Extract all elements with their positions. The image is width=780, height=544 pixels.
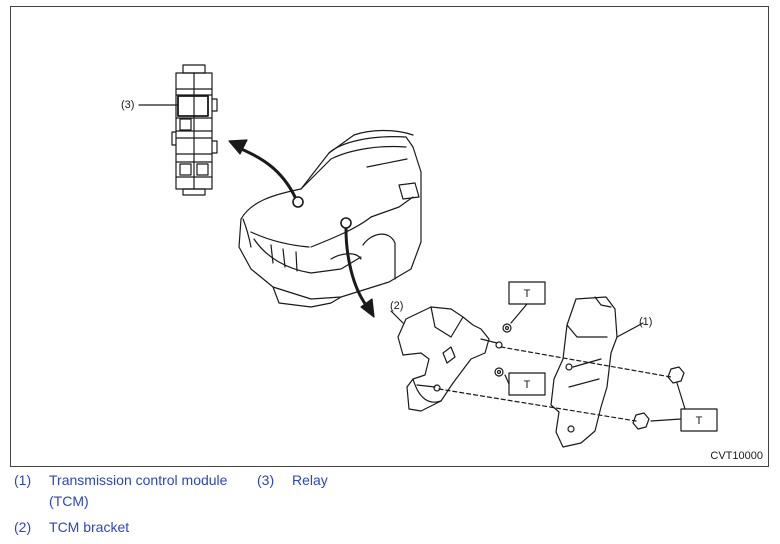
- relay-callout: (3): [121, 99, 134, 111]
- relay-location-marker: [292, 196, 304, 208]
- diagram-figure: (3) (2) (1) T T T CVT10000: [10, 6, 769, 467]
- bracket-leader-line: [390, 310, 404, 324]
- torque-label-top: T: [524, 288, 531, 300]
- figure-code: CVT10000: [710, 450, 763, 462]
- tcm-location-marker: [340, 217, 352, 229]
- diagram-canvas: (3) (2) (1) T T T CVT10000: [121, 64, 763, 462]
- arrow-to-relay: [228, 139, 298, 201]
- arrow-to-tcm: [344, 227, 375, 318]
- legend-text: Transmission control module: [49, 472, 228, 488]
- legend-text: TCM bracket: [49, 519, 130, 535]
- tcm-leader-line: [616, 322, 644, 338]
- relay-block-drawing: [171, 64, 218, 196]
- tcm-bracket-callout: (2): [390, 300, 403, 312]
- legend-number: (1): [14, 472, 32, 488]
- legend-item-tcm-bracket: (2) TCM bracket: [14, 519, 129, 535]
- legend-text: Relay: [292, 472, 328, 488]
- legend-item-relay: (3) Relay: [257, 472, 328, 488]
- tcm-callout: (1): [639, 316, 652, 328]
- legend-number: (2): [14, 519, 32, 535]
- tcm-bracket-drawing: [390, 306, 503, 412]
- legend-number: (3): [257, 472, 275, 488]
- legend-text-continued: (TCM): [49, 493, 89, 509]
- legend-item-tcm: (1) Transmission control module: [14, 472, 227, 488]
- tcm-module-drawing: [550, 296, 644, 448]
- torque-label-middle: T: [524, 379, 531, 391]
- legend-item-tcm-abbrev: (TCM): [49, 493, 89, 509]
- torque-label-right: T: [696, 415, 703, 427]
- vehicle-drawing: [238, 129, 422, 308]
- fastener-drawings: [494, 323, 685, 430]
- torque-box-right: [680, 408, 718, 432]
- alignment-lines: [438, 346, 672, 422]
